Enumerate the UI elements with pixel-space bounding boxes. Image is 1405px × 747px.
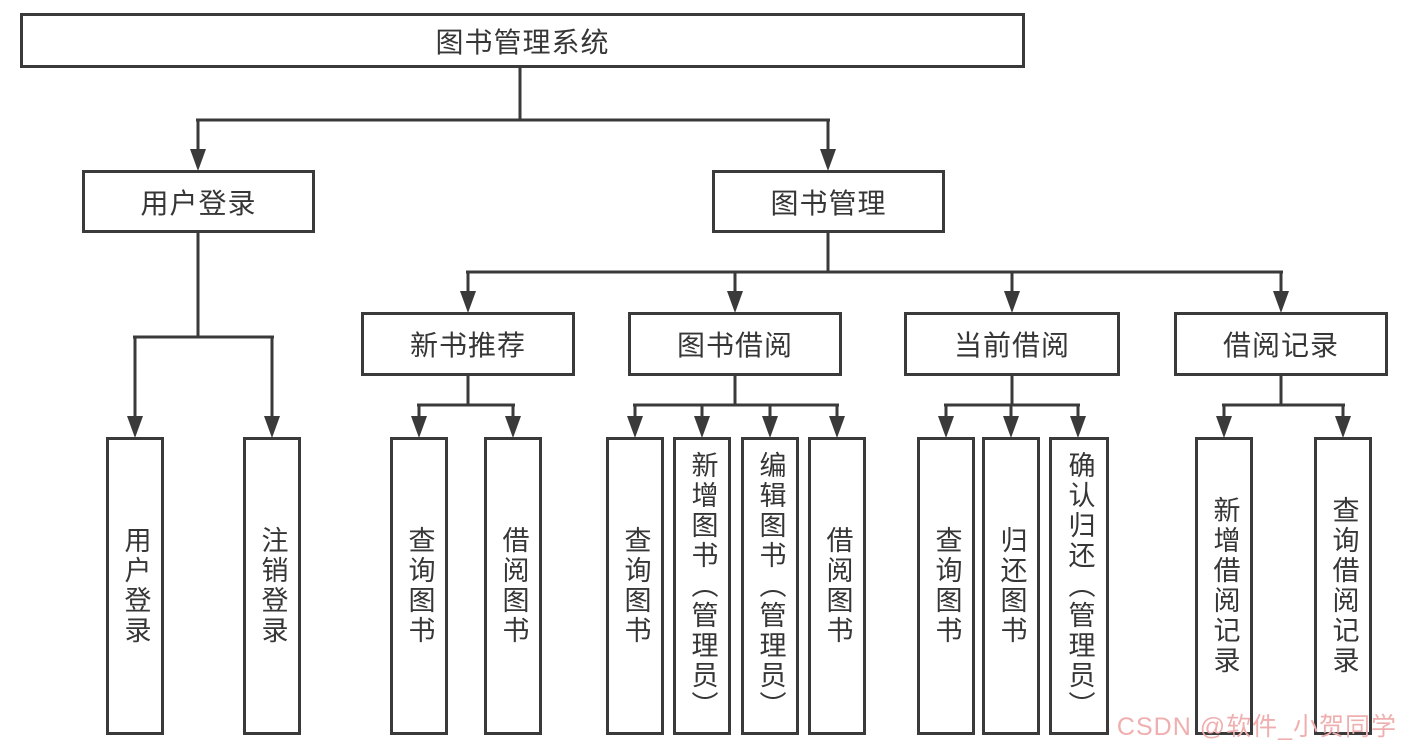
node-current-borrow: 当前借阅 xyxy=(904,312,1120,376)
leaf-borrow-borrow-book-label: 借阅图书 xyxy=(822,526,853,646)
leaf-records-query-record-label: 查询借阅记录 xyxy=(1328,496,1359,676)
leaf-user-login-label: 用户登录 xyxy=(120,526,151,646)
leaf-current-query-book-label: 查询图书 xyxy=(931,526,962,646)
leaf-current-confirm-return-admin: 确认归还（管理员） xyxy=(1049,437,1109,735)
leaf-records-add-record: 新增借阅记录 xyxy=(1195,437,1253,735)
node-user-login-label: 用户登录 xyxy=(140,187,257,219)
leaf-borrow-add-book-admin: 新增图书（管理员） xyxy=(673,437,731,735)
node-book-management-label: 图书管理 xyxy=(770,187,887,219)
connector-management-to-level3 xyxy=(460,232,1289,313)
leaf-records-query-record: 查询借阅记录 xyxy=(1314,437,1372,735)
leaf-borrow-query-book: 查询图书 xyxy=(606,437,664,735)
leaf-user-login: 用户登录 xyxy=(106,437,164,735)
leaf-recommend-query-book: 查询图书 xyxy=(390,437,448,735)
leaf-current-confirm-return-admin-label: 确认归还（管理员） xyxy=(1064,451,1095,721)
node-book-borrow: 图书借阅 xyxy=(628,312,842,376)
watermark-text: CSDN @软件_小贺同学 xyxy=(1116,713,1397,741)
node-new-book-recommend-label: 新书推荐 xyxy=(409,330,526,361)
leaf-borrow-add-book-admin-label: 新增图书（管理员） xyxy=(687,451,718,721)
connector-recommend-children xyxy=(411,376,521,438)
leaf-borrow-borrow-book: 借阅图书 xyxy=(808,437,866,735)
connector-current-children xyxy=(938,376,1086,438)
node-current-borrow-label: 当前借阅 xyxy=(953,330,1070,361)
leaf-borrow-edit-book-admin-label: 编辑图书（管理员） xyxy=(755,451,786,721)
connector-root-to-level2 xyxy=(190,68,836,171)
leaf-logout-label: 注销登录 xyxy=(257,526,288,646)
node-root-label: 图书管理系统 xyxy=(435,26,610,58)
node-user-login: 用户登录 xyxy=(82,170,315,233)
node-book-management: 图书管理 xyxy=(712,170,945,233)
leaf-borrow-query-book-label: 查询图书 xyxy=(620,526,651,646)
leaf-borrow-edit-book-admin: 编辑图书（管理员） xyxy=(741,437,799,735)
connector-records-children xyxy=(1216,376,1351,438)
connector-login-children xyxy=(127,232,280,438)
node-borrow-records-label: 借阅记录 xyxy=(1222,330,1339,361)
leaf-current-query-book: 查询图书 xyxy=(917,437,975,735)
node-borrow-records: 借阅记录 xyxy=(1174,312,1388,376)
leaf-records-add-record-label: 新增借阅记录 xyxy=(1209,496,1240,676)
leaf-logout: 注销登录 xyxy=(243,437,301,735)
node-new-book-recommend: 新书推荐 xyxy=(361,312,575,376)
leaf-recommend-borrow-book: 借阅图书 xyxy=(484,437,542,735)
node-root: 图书管理系统 xyxy=(20,13,1025,68)
connector-borrow-children xyxy=(627,376,845,438)
leaf-current-return-book: 归还图书 xyxy=(982,437,1040,735)
leaf-recommend-borrow-book-label: 借阅图书 xyxy=(498,526,529,646)
node-book-borrow-label: 图书借阅 xyxy=(676,330,793,361)
leaf-recommend-query-book-label: 查询图书 xyxy=(404,526,435,646)
leaf-current-return-book-label: 归还图书 xyxy=(996,526,1027,646)
